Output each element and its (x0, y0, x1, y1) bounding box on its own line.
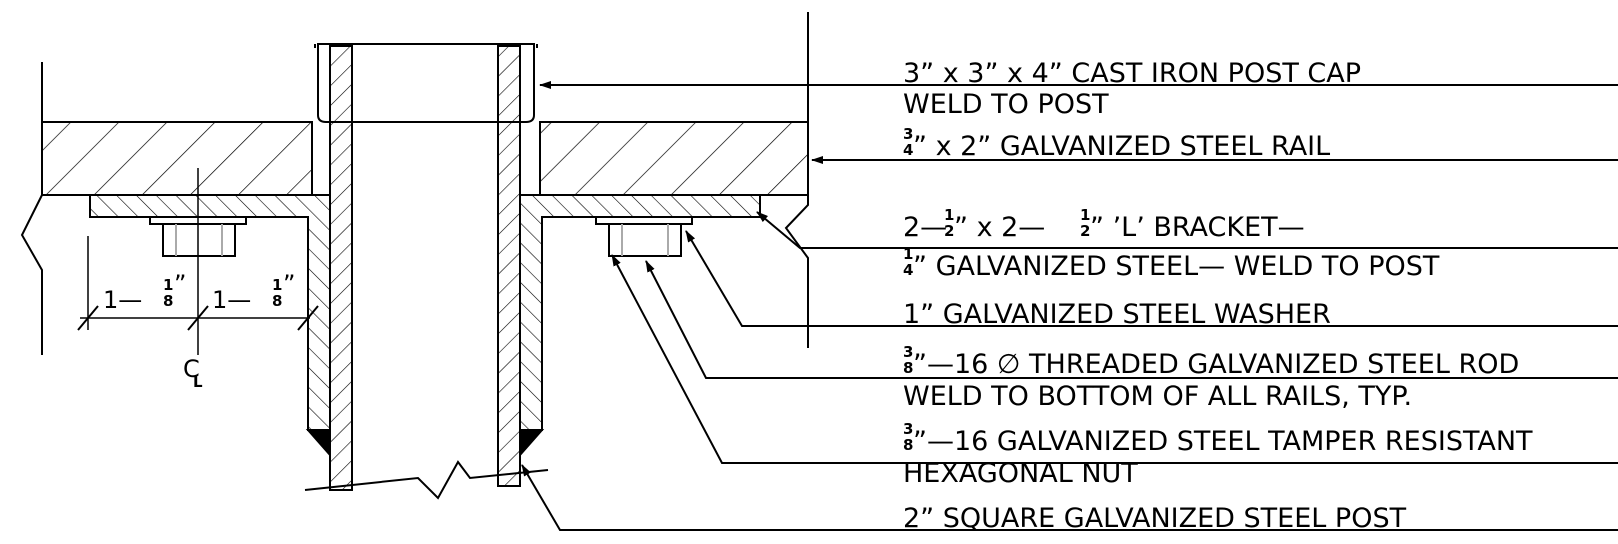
centerline-sub: L (193, 373, 203, 391)
note-post: 2” SQUARE GALVANIZED STEEL POST (903, 503, 1407, 534)
bracket-frac2-num: 1 (1080, 206, 1090, 224)
note-weld-to-post: WELD TO POST (903, 89, 1109, 120)
callouts: 3” x 3” x 4” CAST IRON POST CAP WELD TO … (903, 58, 1533, 534)
leader-washer (685, 230, 1618, 327)
dim-left-frac-den: 8 (163, 292, 173, 310)
post-cap (317, 43, 535, 123)
left-weld (305, 429, 331, 458)
left-nut (162, 223, 236, 257)
dimensions: 1— 1 8 ” 1— 1 8 ” C L (103, 270, 295, 391)
right-washer (595, 216, 693, 225)
post-right-wall (497, 45, 521, 487)
bracket2-frac-num: 1 (903, 245, 913, 263)
note-bracket-line2: ” GALVANIZED STEEL— WELD TO POST (913, 251, 1440, 282)
note-nut-line2: HEXAGONAL NUT (903, 458, 1138, 489)
note-washer: 1” GALVANIZED STEEL WASHER (903, 299, 1331, 330)
rail-frac-num: 3 (903, 125, 913, 143)
bracket2-frac-den: 4 (903, 261, 913, 279)
note-rail: ” x 2” GALVANIZED STEEL RAIL (913, 131, 1330, 162)
leader-rod (645, 260, 1618, 379)
left-rail (41, 121, 313, 196)
right-l-bracket (519, 194, 761, 431)
bracket-frac-den: 2 (944, 222, 954, 240)
note-bracket-c: ” ’L’ BRACKET— (1090, 212, 1305, 243)
bracket-frac-num: 1 (944, 206, 954, 224)
dim-right-frac-num: 1 (272, 276, 282, 294)
rail-frac-den: 4 (903, 141, 913, 159)
dim-left-frac-num: 1 (163, 276, 173, 294)
leader-bracket (756, 211, 1618, 249)
post-break-line (304, 460, 549, 500)
centerline-label: C (183, 355, 200, 383)
dim-left-inch: ” (174, 270, 186, 298)
note-nut: ”—16 GALVANIZED STEEL TAMPER RESISTANT (913, 426, 1533, 457)
bracket-frac2-den: 2 (1080, 222, 1090, 240)
leader-post (521, 464, 1618, 531)
right-weld (519, 429, 545, 458)
note-bracket-b: ” x 2— (954, 212, 1045, 243)
nut-frac-num: 3 (903, 420, 913, 438)
dim-left-whole: 1— (103, 286, 142, 314)
dim-right-whole: 1— (212, 286, 251, 314)
leader-nut (611, 254, 1618, 464)
left-break-line (20, 62, 43, 355)
note-post-cap: 3” x 3” x 4” CAST IRON POST CAP (903, 58, 1361, 89)
note-rod-weld: WELD TO BOTTOM OF ALL RAILS, TYP. (903, 381, 1412, 412)
rod-frac-num: 3 (903, 343, 913, 361)
post-left-wall (329, 45, 353, 491)
rod-frac-den: 8 (903, 359, 913, 377)
note-bracket-a: 2— (903, 212, 947, 243)
right-nut (608, 223, 682, 257)
dim-right-inch: ” (283, 270, 295, 298)
dim-right-frac-den: 8 (272, 292, 282, 310)
note-rod: ”—16 ∅ THREADED GALVANIZED STEEL ROD (913, 349, 1519, 380)
right-rail (539, 121, 809, 196)
nut-frac-den: 8 (903, 436, 913, 454)
